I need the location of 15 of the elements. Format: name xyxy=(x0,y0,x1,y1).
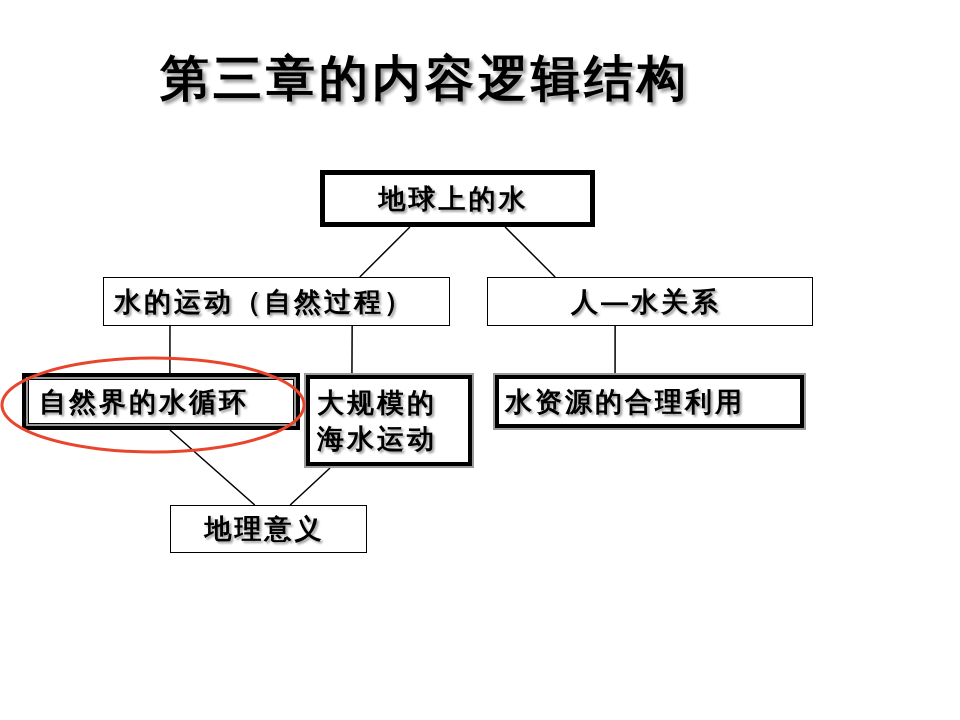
title: 第三章的内容逻辑结构 xyxy=(160,51,690,108)
connector-line xyxy=(351,326,353,373)
concept-box: 水资源的合理利用 xyxy=(493,373,806,430)
connector-line xyxy=(359,226,410,278)
connector-line xyxy=(614,326,616,373)
concept-box: 水的运动（自然过程） xyxy=(103,277,450,326)
concept-box: 地球上的水 xyxy=(320,170,595,227)
connector-line xyxy=(169,429,256,506)
concept-box: 大规模的海水运动 xyxy=(304,373,474,468)
connector-line xyxy=(290,467,331,506)
concept-box: 地理意义 xyxy=(170,505,367,553)
concept-box: 人—水关系 xyxy=(487,277,813,326)
concept-box: 自然界的水循环 xyxy=(22,373,300,430)
connector-line xyxy=(504,226,556,278)
connector-line xyxy=(169,326,171,373)
